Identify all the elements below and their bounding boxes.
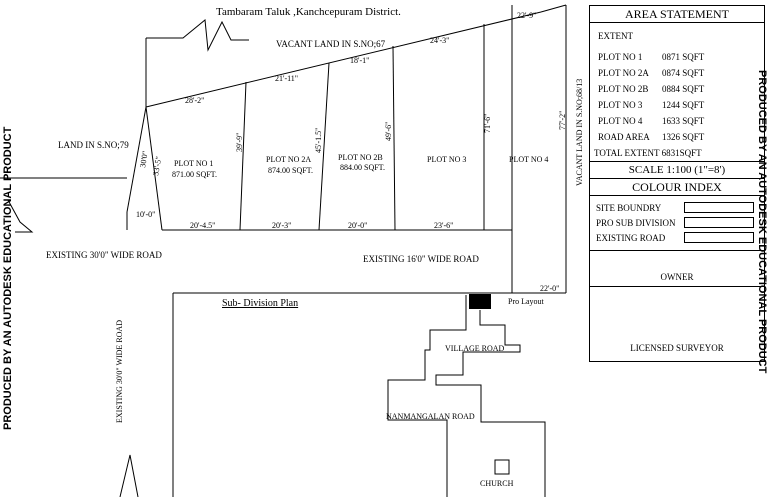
area-row: PLOT NO 2A 0874 SQFT xyxy=(598,65,764,81)
surveyor-section: LICENSED SURVEYOR xyxy=(590,286,764,357)
dim-bottom-3: 20'-0" xyxy=(348,221,367,230)
plot-left-edge-b xyxy=(145,106,163,231)
access-path-left xyxy=(387,295,467,497)
dim-top-4: 24'-3" xyxy=(430,36,449,45)
area-row-value: 1244 SQFT xyxy=(662,100,705,110)
dim-left-1: 30'0" xyxy=(138,150,150,168)
colour-swatch xyxy=(684,232,754,243)
plot-3-name: PLOT NO 3 xyxy=(427,155,466,164)
pro-layout-marker xyxy=(469,294,491,309)
area-row: PLOT NO 1 0871 SQFT xyxy=(598,49,764,65)
dim-side-2: 45'-1.5" xyxy=(314,128,323,153)
nanmangalan-road-label: NANMANGALAN ROAD xyxy=(386,412,475,421)
dim-top-5: 22'-9" xyxy=(517,11,536,20)
colour-index-label: EXISTING ROAD xyxy=(596,232,666,243)
dim-side-3: 49'-6" xyxy=(384,122,393,141)
colour-index-label: SITE BOUNDRY xyxy=(596,202,662,213)
dim-bottom-1: 20'-4.5" xyxy=(190,221,215,230)
area-row-label: PLOT NO 2B xyxy=(598,84,649,94)
area-statement-table: EXTENT PLOT NO 1 0871 SQFT PLOT NO 2A 0874… xyxy=(590,23,764,161)
land-west-label: LAND IN S.NO;79 xyxy=(58,140,129,150)
title-block-panel: AREA STATEMENT EXTENT PLOT NO 1 0871 SQFT… xyxy=(589,5,765,362)
top-boundary-extension xyxy=(540,4,567,13)
vacant-north-label: VACANT LAND IN S.NO;67 xyxy=(276,39,386,49)
area-row-value: 0871 SQFT xyxy=(662,52,705,62)
area-row-label: PLOT NO 2A xyxy=(598,68,649,78)
road30-vertical-label: EXISTING 30'0" WIDE ROAD xyxy=(115,320,124,423)
area-row-value: 1633 SQFT xyxy=(662,116,705,126)
plot-2a-name: PLOT NO 2A xyxy=(266,155,311,164)
area-row: PLOT NO 2B 0884 SQFT xyxy=(598,81,764,97)
colour-index-label: PRO SUB DIVISION xyxy=(596,217,676,228)
dim-side-5: 77'-2" xyxy=(558,111,567,130)
area-row-label: PLOT NO 4 xyxy=(598,116,643,126)
plot-divider-1 xyxy=(239,81,247,231)
plot-left-edge-a xyxy=(126,106,147,213)
dim-top-1: 28'-2" xyxy=(185,96,204,105)
extent-label: EXTENT xyxy=(598,31,633,41)
plot-2b-name: PLOT NO 2B xyxy=(338,153,383,162)
access-path-right xyxy=(435,310,546,497)
dim-left-2: 33'-5" xyxy=(151,156,163,177)
area-row-value: 0874 SQFT xyxy=(662,68,705,78)
dim-side-4: 71'-6" xyxy=(483,114,492,133)
dim-bottom-2: 20'-3" xyxy=(272,221,291,230)
colour-index-item: PRO SUB DIVISION xyxy=(596,215,764,230)
area-row-value: 0884 SQFT xyxy=(662,84,705,94)
dim-bottom-5: 22'-0" xyxy=(540,284,559,293)
plot-2b-area: 884.00 SQFT. xyxy=(340,163,385,172)
area-statement-title: AREA STATEMENT xyxy=(590,6,764,23)
dim-top-2: 21'-11" xyxy=(275,74,298,83)
owner-section: OWNER xyxy=(590,250,764,286)
dim-top-3: 18'-1" xyxy=(350,56,369,65)
plot-1-area: 871.00 SQFT. xyxy=(172,170,217,179)
west-road-zigzag xyxy=(7,199,34,233)
vacant-east-label: VACANT LAND IN S.NO;68/13 xyxy=(575,79,584,186)
dim-side-1: 39'-9" xyxy=(235,133,244,152)
area-row: PLOT NO 4 1633 SQFT xyxy=(598,113,764,129)
watermark-right: PRODUCED BY AN AUTODESK EDUCATIONAL PROD… xyxy=(756,70,768,374)
area-row: ROAD AREA 1326 SQFT xyxy=(598,129,764,145)
area-row-label: PLOT NO 3 xyxy=(598,100,643,110)
colour-index-item: EXISTING ROAD xyxy=(596,230,764,245)
area-row-label: ROAD AREA xyxy=(598,132,650,142)
colour-swatch xyxy=(684,217,754,228)
road30-left-label: EXISTING 30'0" WIDE ROAD xyxy=(46,250,162,260)
dim-left-bottom: 10'-0" xyxy=(136,210,155,219)
south-west-edge xyxy=(119,454,139,497)
area-row-value: 1326 SQFT xyxy=(662,132,705,142)
plot-divider-2 xyxy=(318,62,330,231)
top-site-boundary xyxy=(145,11,542,108)
colour-index-list: SITE BOUNDRY PRO SUB DIVISION EXISTING R… xyxy=(590,196,764,250)
village-road-label: VILLAGE ROAD xyxy=(445,344,505,353)
colour-index-item: SITE BOUNDRY xyxy=(596,200,764,215)
scale-label: SCALE 1:100 (1"=8') xyxy=(590,161,764,179)
church-building xyxy=(494,459,510,475)
watermark-left: PRODUCED BY AN AUTODESK EDUCATIONAL PROD… xyxy=(2,126,14,430)
total-extent: TOTAL EXTENT 6831SQFT xyxy=(594,148,702,158)
plot-4-name: PLOT NO 4 xyxy=(509,155,548,164)
church-label: CHURCH xyxy=(480,479,514,488)
colour-index-title: COLOUR INDEX xyxy=(590,179,764,196)
plot-1-name: PLOT NO 1 xyxy=(174,159,213,168)
sub-division-plan-title: Sub- Division Plan xyxy=(222,298,298,309)
surveyor-label: LICENSED SURVEYOR xyxy=(630,343,724,353)
dim-bottom-4: 23'-6" xyxy=(434,221,453,230)
area-row: PLOT NO 3 1244 SQFT xyxy=(598,97,764,113)
road16-label: EXISTING 16'0" WIDE ROAD xyxy=(363,254,479,264)
plot-divider-3 xyxy=(392,45,396,231)
north-boundary xyxy=(146,19,249,52)
colour-swatch xyxy=(684,202,754,213)
pro-layout-label: Pro Layout xyxy=(508,297,545,306)
location-title: Tambaram Taluk ,Kanchcepuram District. xyxy=(216,6,401,18)
plot-2a-area: 874.00 SQFT. xyxy=(268,166,313,175)
area-row-label: PLOT NO 1 xyxy=(598,52,643,62)
